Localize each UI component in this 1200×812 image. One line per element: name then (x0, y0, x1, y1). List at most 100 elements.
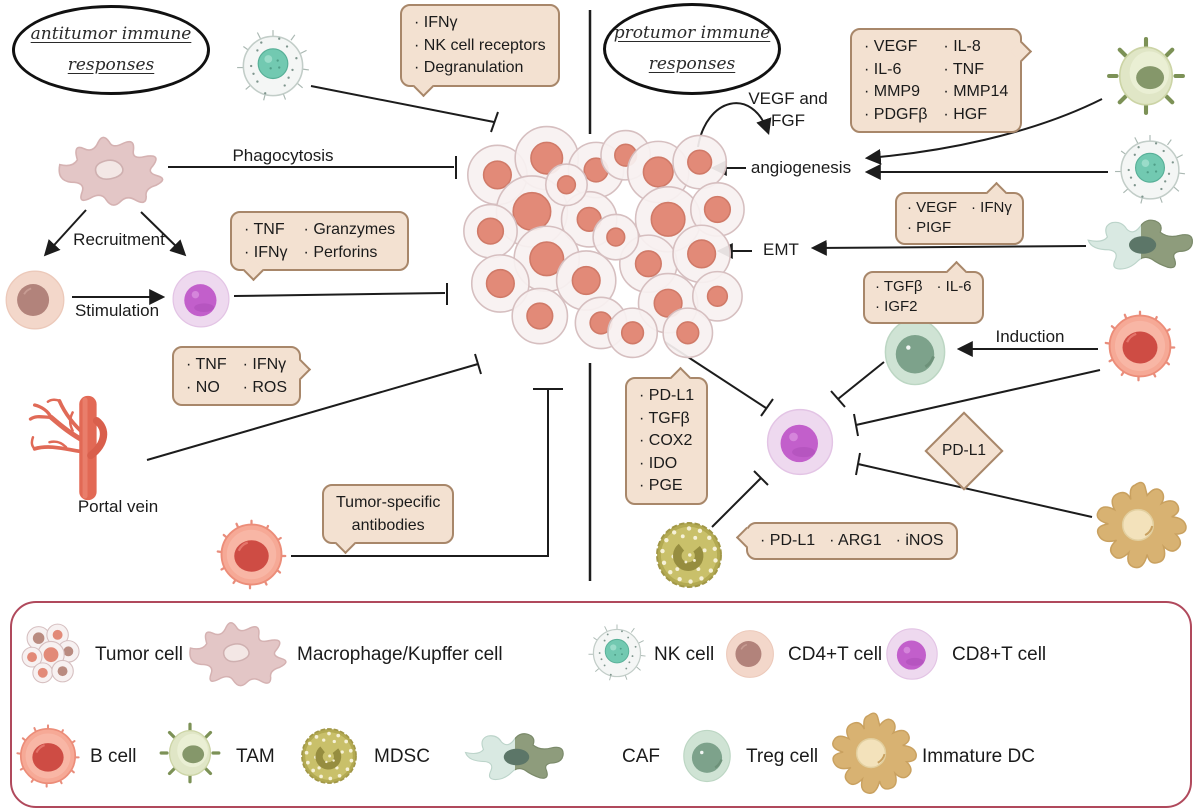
portal-vein-label: Portal vein (77, 497, 159, 516)
macrophage-cell (55, 128, 167, 214)
nk-cell-right (1112, 132, 1188, 208)
pdl1-diamond-label: PD-L1 (942, 442, 986, 459)
legend-bcell-label: B cell (90, 746, 137, 767)
caf-cell-right (1085, 212, 1197, 278)
tbar-tumor-cd8 (760, 398, 774, 417)
legend-caf-icon (455, 727, 575, 787)
legend-nk-label: NK cell (654, 644, 715, 665)
b-cell-right (1102, 308, 1178, 384)
nk-effector-item: · Degranulation (414, 59, 524, 77)
mdsc-factor-item: · PD-L1 (760, 532, 816, 549)
angiogenesis-label: angiogenesis (750, 158, 852, 177)
legend-caf-label: CAF (622, 746, 660, 767)
immature-dc-cell (1088, 477, 1190, 579)
emt-label: EMT (763, 240, 799, 259)
cd8-effectors-bubble: · TNF · Granzymes · IFNγ · Perforins (230, 211, 410, 272)
antitumor-title-line2: responses (67, 55, 155, 75)
legend-dc-label: Immature DC (922, 746, 1035, 767)
legend-bcell-icon (14, 722, 82, 790)
antibodies-bubble: Tumor-specific antibodies (322, 484, 455, 545)
cd8-t-cell-left (170, 268, 232, 330)
antitumor-title-line1: antitumor immune (30, 23, 192, 44)
vegf-pigf-bubble: · VEGF · IFNγ · PIGF (895, 192, 1024, 245)
legend-mdsc-label: MDSC (374, 746, 430, 767)
tgfb-factor-item: · TGFβ (875, 278, 923, 295)
mdsc-factor-item: · ARG1 (829, 532, 882, 549)
arrow-vegf-fgf (697, 102, 772, 148)
mdsc-factor-item: · iNOS (895, 532, 944, 549)
cd8-effector-item: · TNF (244, 221, 285, 238)
tgfb-factors-bubble: · TGFβ · IL-6 · IGF2 (863, 271, 984, 324)
nk-effector-item: · IFNγ (414, 14, 458, 31)
tbar-mdsc-cd8 (753, 470, 769, 486)
arrow-recruit-cd8 (140, 211, 187, 257)
innate-effector-item: · TNF (186, 356, 227, 373)
legend-tam-icon (158, 720, 222, 786)
nk-effector-item: · NK cell receptors (414, 36, 546, 54)
legend-cd4-icon (724, 628, 776, 680)
cd8-effector-item: · Perforins (303, 243, 378, 261)
checkpoint-factor-item: · PD-L1 (639, 387, 695, 404)
tbar-bcell-cd8 (853, 413, 859, 437)
protumor-title-line2: responses (648, 54, 736, 74)
line-treg-cd8 (837, 361, 885, 400)
legend-macrophage-label: Macrophage/Kupffer cell (297, 644, 503, 665)
legend-nk-icon (586, 622, 648, 684)
nk-cell-left (234, 27, 312, 105)
legend-treg-label: Treg cell (746, 746, 819, 767)
tbar-dc-cd8 (855, 452, 861, 476)
cd8-effector-item: · IFNγ (244, 243, 288, 261)
portal-vein-graphic (28, 385, 152, 511)
tgfb-factor-item: · IGF2 (875, 298, 918, 316)
legend-treg-icon (678, 722, 736, 790)
cd8-effector-item: · Granzymes (303, 221, 396, 238)
protumor-header: protumor immune responses (603, 3, 781, 95)
legend-tam-label: TAM (236, 746, 275, 767)
legend-cd8-label: CD8+T cell (952, 644, 1047, 665)
innate-effector-item: · NO (186, 378, 220, 396)
tbar-portalvein-tumor (474, 353, 482, 375)
line-portalvein-tumor (146, 363, 479, 461)
checkpoint-factors-bubble: · PD-L1 · TGFβ · COX2 · IDO · PGE (625, 377, 709, 505)
tumor-cluster (453, 120, 749, 368)
legend-cd4-label: CD4+T cell (788, 644, 883, 665)
innate-effectors-bubble: · TNF · IFNγ · NO · ROS (172, 346, 302, 407)
nk-effectors-bubble: · IFNγ · NK cell receptors · Degranulati… (400, 4, 560, 87)
angio-factor-item: · VEGF (864, 38, 918, 55)
angio-factor-item: · MMP14 (943, 83, 1009, 101)
b-cell-left (214, 517, 289, 592)
angio-factor-item: · IL-8 (943, 38, 981, 55)
mdsc-cell (650, 515, 728, 595)
mdsc-factors-bubble: · PD-L1 · ARG1 · iNOS (746, 522, 958, 560)
phagocytosis-label: Phagocytosis (232, 146, 334, 165)
tam-cell-right (1105, 35, 1187, 117)
tgfb-factor-item: · IL-6 (936, 278, 972, 295)
line-cd8-tumor (233, 292, 446, 297)
vegf-fgf-label-line1: VEGF and (748, 89, 828, 108)
arrow-tam-angiogenesis (864, 98, 1103, 165)
checkpoint-factor-item: · COX2 (639, 432, 693, 450)
recruitment-label: Recruitment (73, 230, 165, 249)
angio-factor-item: · MMP9 (864, 83, 920, 101)
legend-macrophage-icon (186, 616, 290, 692)
angio-factor-item: · HGF (943, 105, 987, 123)
induction-label: Induction (995, 327, 1065, 346)
vegf-fgf-label-line2: FGF (771, 111, 805, 130)
checkpoint-factor-item: · PGE (639, 477, 683, 495)
vegf-pigf-item: · IFNγ (971, 199, 1012, 216)
innate-effector-item: · ROS (242, 378, 288, 396)
treg-cell (878, 315, 952, 389)
line-dc-cd8 (857, 463, 1093, 518)
legend-cd8-icon (884, 626, 940, 682)
line-bcell-cd8 (855, 369, 1101, 426)
angio-factor-item: · IL-6 (864, 60, 902, 78)
legend-tumor-cell-label: Tumor cell (95, 644, 183, 665)
stimulation-label: Stimulation (74, 301, 160, 320)
arrow-recruit-cd4 (43, 209, 87, 257)
legend-mdsc-icon (296, 722, 362, 790)
protumor-title-line1: protumor immune (613, 22, 771, 43)
tbar-treg-cd8 (830, 390, 846, 408)
cd8-t-cell-center (764, 406, 836, 478)
